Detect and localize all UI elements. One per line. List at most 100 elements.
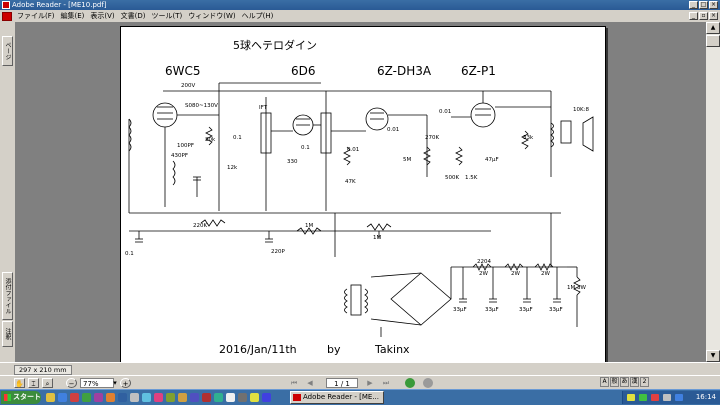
label-r2204: 2204 [477,259,491,265]
minimize-button[interactable]: _ [689,1,698,9]
menu-document[interactable]: 文書(D) [120,12,146,20]
hand-tool-button[interactable]: ✋ [14,378,25,388]
menu-tools[interactable]: ツール(T) [151,12,183,20]
tab-attachments[interactable]: 添付ファイル [2,272,13,320]
page-number-field[interactable]: 1 / 1 [326,378,358,388]
select-tool-button[interactable]: ⌶ [28,378,39,388]
adobe-reader-icon [2,1,10,9]
quicklaunch-app-icon-10[interactable] [178,393,187,402]
scroll-up-button[interactable]: ▲ [706,22,720,34]
tray-icon-4[interactable] [663,394,671,401]
quicklaunch-app-icon-2[interactable] [82,393,91,402]
go-forward-icon[interactable] [423,378,433,388]
tab-pages[interactable]: ページ [2,36,13,66]
quicklaunch-app-icon-17[interactable] [262,393,271,402]
tray-icon-5[interactable] [675,394,683,401]
label-r500k: 500K [445,175,459,181]
quicklaunch-app-icon-14[interactable] [226,393,235,402]
label-r12k: 12k [227,165,238,171]
doc-close-button[interactable]: × [709,12,718,20]
doc-minimize-button[interactable]: _ [689,12,698,20]
windows-flag-icon [4,394,11,401]
label-c220p: 220P [271,249,285,255]
quicklaunch-explorer-icon[interactable] [46,393,55,402]
window-titlebar: Adobe Reader - [ME10.pdf] _ □ × [0,0,720,10]
label-2w-c: 2W [541,271,550,277]
adobe-reader-task-icon [293,394,301,401]
first-page-button[interactable]: ⏮ [290,379,298,387]
label-r1m: 1M [305,223,313,229]
scroll-thumb[interactable] [706,35,720,47]
menu-edit[interactable]: 編集(E) [60,12,85,20]
label-2w-b: 2W [511,271,520,277]
maximize-button[interactable]: □ [699,1,708,9]
ime-mode-alpha[interactable]: A [600,377,609,387]
tray-icon-3[interactable] [651,394,659,401]
scroll-down-button[interactable]: ▼ [706,350,720,362]
footer-by: by [327,343,341,356]
label-ift: IFT [259,105,268,111]
menu-view[interactable]: 表示(V) [90,12,115,20]
quicklaunch-app-icon-6[interactable] [130,393,139,402]
footer-date: 2016/Jan/11th [219,343,297,356]
quicklaunch-app-icon-9[interactable] [166,393,175,402]
marquee-zoom-button[interactable]: ⌕ [42,378,53,388]
taskbar-button-adobe-reader[interactable]: Adobe Reader - [ME... [290,391,384,404]
footer-author: Takinx [374,343,410,356]
label-speaker-transformer: 10K:8 [573,107,589,113]
zoom-dropdown-icon[interactable]: ▾ [113,379,117,387]
taskbar-button-label: Adobe Reader - [ME... [303,393,379,401]
quicklaunch-app-icon-8[interactable] [154,393,163,402]
next-page-button[interactable]: ▶ [367,379,373,387]
label-r5m: 5M [403,157,411,163]
quicklaunch-app-icon-11[interactable] [190,393,199,402]
system-tray: 16:14 [622,391,720,404]
vertical-scrollbar[interactable]: ▲ ▼ [706,22,720,362]
quicklaunch-app-icon-15[interactable] [238,393,247,402]
zoom-level-field[interactable]: 77% [80,378,114,388]
close-button[interactable]: × [709,1,718,9]
ime-mode-kanji[interactable]: 漢 [630,377,639,387]
tube-label-6z-dh3a: 6Z-DH3A [377,64,432,78]
quicklaunch-app-icon-16[interactable] [250,393,259,402]
ime-language-bar: A 般 あ 漢 2 [600,375,649,389]
schematic-title: 5球ヘテロダイン [233,38,317,52]
label-r220k: 220K [193,223,207,229]
label-c33b: 33μF [485,307,499,313]
tube-label-6wc5: 6WC5 [165,64,201,78]
navigation-toolbar: ✋ ⌶ ⌕ − 77% ▾ + ⏮ ◀ 1 / 1 ▶ ⏭ [0,375,720,389]
zoom-out-button[interactable]: − [66,378,77,388]
quicklaunch-app-icon-13[interactable] [214,393,223,402]
zoom-in-button[interactable]: + [120,378,131,388]
quicklaunch-app-icon-7[interactable] [142,393,151,402]
tray-icon-1[interactable] [627,394,635,401]
previous-page-button[interactable]: ◀ [307,379,313,387]
tab-comments[interactable]: 注釈 [2,321,13,347]
doc-restore-button[interactable]: ▫ [699,12,708,20]
quicklaunch-app-icon-12[interactable] [202,393,211,402]
label-c33a: 33μF [453,307,467,313]
label-c01b: 0.1 [301,145,310,151]
menu-help[interactable]: ヘルプ(H) [241,12,274,20]
label-r270k: 270K [425,135,439,141]
navigation-panel-tabs: ページ 添付ファイル 注釈 [0,22,16,362]
quicklaunch-app-icon-1[interactable] [70,393,79,402]
label-200v: 200V [181,83,195,89]
quicklaunch-app-icon-3[interactable] [94,393,103,402]
ime-mode-general[interactable]: 般 [610,377,619,387]
go-back-icon[interactable] [405,378,415,388]
quicklaunch-app-icon-5[interactable] [118,393,127,402]
start-button[interactable]: スタート [1,391,41,404]
menu-window[interactable]: ウィンドウ(W) [188,12,236,20]
document-menu-icon[interactable] [2,11,12,21]
pdf-page: 5球ヘテロダイン 6WC5 6D6 6Z-DH3A 6Z-P1 200V S08… [120,26,606,366]
menu-file[interactable]: ファイル(F) [17,12,55,20]
quicklaunch-ie-icon[interactable] [58,393,67,402]
quicklaunch-app-icon-4[interactable] [106,393,115,402]
ime-mode-2[interactable]: 2 [640,377,649,387]
label-volume-1m: 1M [373,235,381,241]
tray-icon-2[interactable] [639,394,647,401]
ime-mode-hiragana[interactable]: あ [620,377,629,387]
last-page-button[interactable]: ⏭ [382,379,390,387]
menu-bar: ファイル(F) 編集(E) 表示(V) 文書(D) ツール(T) ウィンドウ(W… [0,10,720,22]
